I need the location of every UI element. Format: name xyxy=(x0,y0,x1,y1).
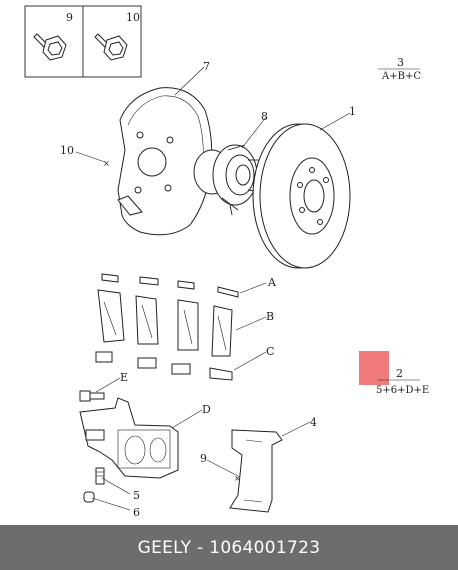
inset-label-10: 10 xyxy=(126,11,140,24)
callout-d: D xyxy=(202,403,211,416)
inset-label-9: 9 xyxy=(66,11,73,24)
backing-plate xyxy=(117,87,213,236)
anti-rattle-clips xyxy=(101,273,239,298)
bleeder-cap xyxy=(83,491,95,503)
callout-10: 10 xyxy=(60,144,74,157)
leader-lines xyxy=(75,66,420,511)
callout-a: A xyxy=(267,276,277,289)
hub-bearing xyxy=(193,144,263,216)
brake-assembly-diagram: 9 10 xyxy=(24,5,429,519)
pad-shims xyxy=(95,351,233,381)
callout-2-sub: 5+6+D+E xyxy=(376,385,429,396)
caliper-bracket xyxy=(229,429,283,513)
x-mark-icon: × xyxy=(103,159,110,168)
callout-8: 8 xyxy=(261,110,268,123)
bleeder-screw xyxy=(95,467,105,485)
part-number-footer: GEELY - 1064001723 xyxy=(0,525,458,570)
callout-4: 4 xyxy=(310,416,317,429)
callout-e: E xyxy=(120,371,128,384)
bolt-10-icon xyxy=(94,33,128,61)
callout-7: 7 xyxy=(203,60,210,73)
brake-caliper xyxy=(79,397,179,479)
bolt-inset-box: 9 10 xyxy=(24,5,142,78)
callout-3: 3 xyxy=(397,56,404,69)
highlight-marker xyxy=(359,351,389,385)
callout-6: 6 xyxy=(133,506,140,519)
callout-9: 9 xyxy=(200,452,207,465)
callout-b: B xyxy=(266,310,274,323)
callout-c: C xyxy=(266,345,274,358)
bolt-e xyxy=(79,390,105,402)
brake-disc xyxy=(252,123,351,269)
callout-3-sub: A+B+C xyxy=(381,71,421,82)
callout-5: 5 xyxy=(133,489,140,502)
bolt-9-icon xyxy=(33,33,67,61)
x-mark-icon: × xyxy=(234,474,241,483)
callout-2: 2 xyxy=(396,367,403,380)
brake-pads xyxy=(97,289,233,357)
callout-1: 1 xyxy=(349,105,356,118)
